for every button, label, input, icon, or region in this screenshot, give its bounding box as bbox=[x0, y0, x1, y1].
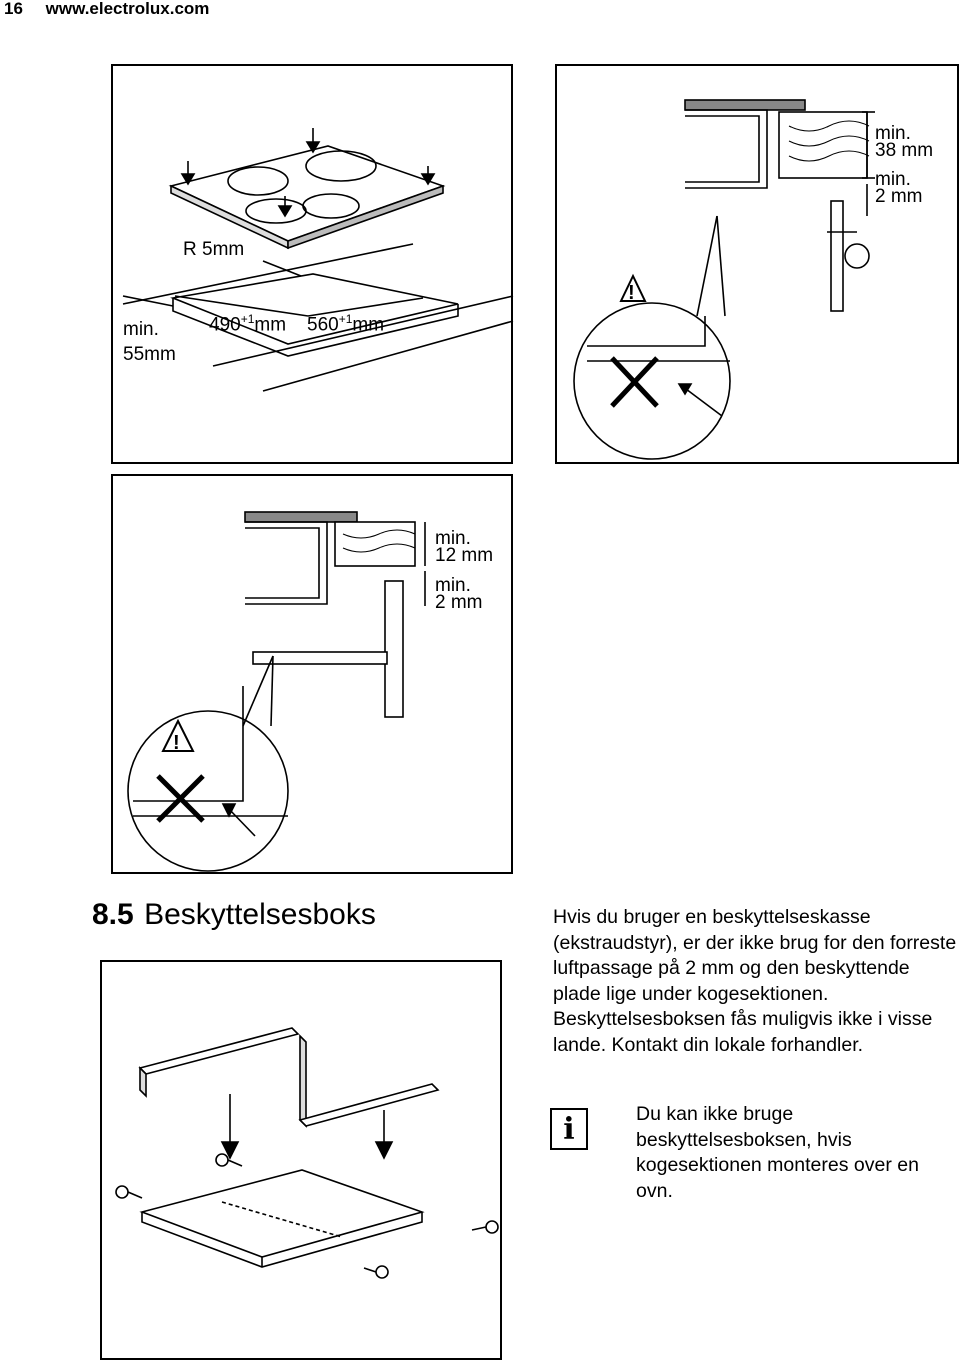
page-number: 16 bbox=[4, 0, 23, 18]
protection-box-drawing bbox=[115, 1027, 499, 1279]
figure-clearance-38-panel: ! min. 38 mm min. 2 mm bbox=[555, 64, 959, 464]
min2-label-fig3-line2: 2 mm bbox=[435, 592, 483, 613]
min55-label-line1: min. bbox=[123, 319, 159, 340]
page-header: 16 www.electrolux.com bbox=[4, 0, 209, 19]
clearance-12-drawing: ! bbox=[127, 511, 426, 872]
section-number: 8.5 bbox=[92, 898, 134, 931]
info-note: Du kan ikke bruge beskyttelsesboksen, hv… bbox=[636, 1103, 919, 1202]
figure-clearance-12-panel: ! min. 12 mm min. 2 mm bbox=[111, 474, 513, 874]
info-icon: i bbox=[550, 1108, 588, 1150]
clearance-38-drawing: ! bbox=[573, 99, 875, 460]
min2-label-line2: 2 mm bbox=[875, 186, 923, 207]
min12-label-line2: 12 mm bbox=[435, 545, 494, 566]
depth-dimension-label: 560+1mm bbox=[307, 312, 385, 336]
svg-text:!: ! bbox=[173, 732, 180, 754]
min38-label-line1: min. bbox=[875, 123, 911, 144]
figure-protection-box-panel bbox=[100, 960, 502, 1360]
section-title: Beskyttelsesboks bbox=[144, 898, 376, 931]
svg-text:!: ! bbox=[628, 282, 635, 304]
min38-label-line2: 38 mm bbox=[875, 140, 934, 161]
hob-cutout-drawing bbox=[122, 128, 514, 392]
min2-label-line1: min. bbox=[875, 169, 911, 190]
min55-label-line2: 55mm bbox=[123, 344, 176, 365]
min12-label-line1: min. bbox=[435, 528, 471, 549]
min2-label-fig3-line1: min. bbox=[435, 575, 471, 596]
width-dimension-label: 490+1mm bbox=[209, 312, 287, 336]
radius-label: R 5mm bbox=[183, 239, 245, 260]
site-link[interactable]: www.electrolux.com bbox=[45, 0, 210, 18]
section-paragraph: Hvis du bruger en beskyttelseskasse (eks… bbox=[553, 906, 957, 1056]
section-heading: 8.5 Beskyttelsesboks bbox=[92, 898, 376, 932]
figure-cutout-panel: R 5mm min. 55mm 490+1mm 560+1mm bbox=[111, 64, 514, 464]
